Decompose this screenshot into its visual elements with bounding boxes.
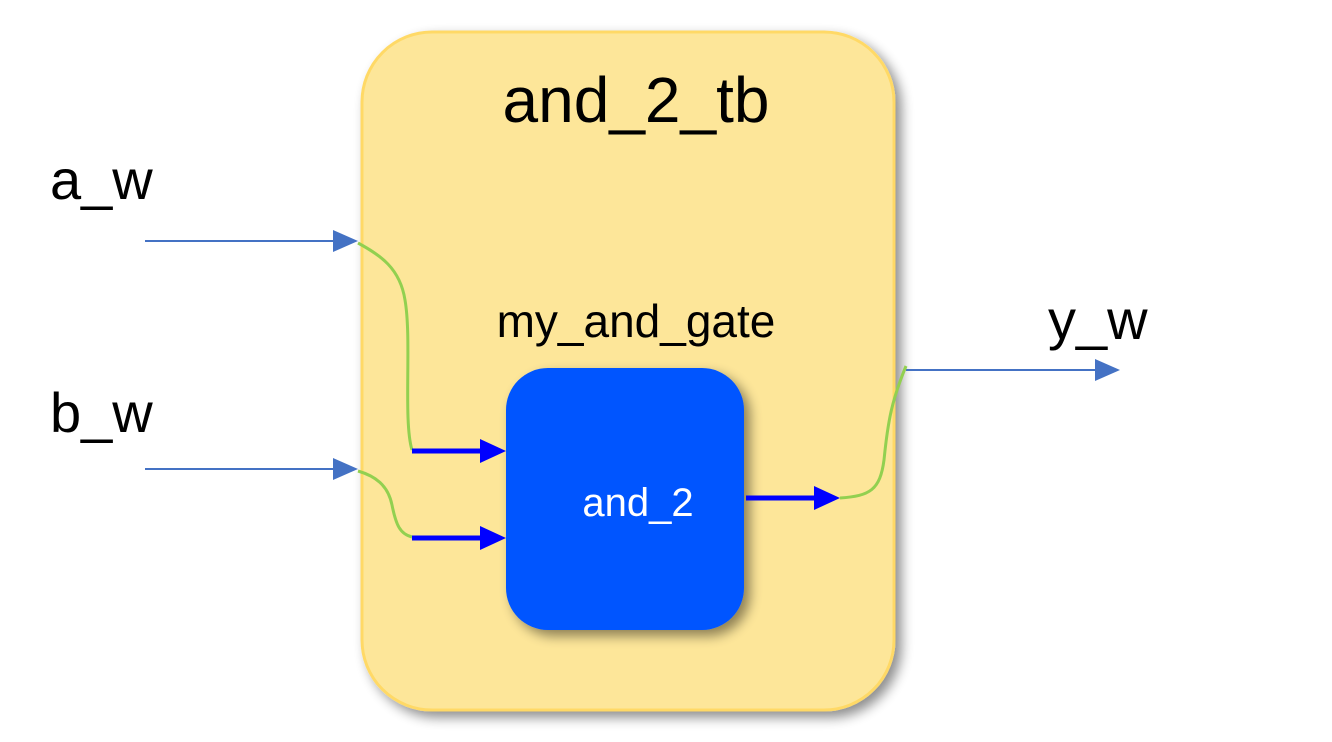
wire-y-internal: [839, 365, 908, 500]
and2-module-box: [506, 368, 744, 630]
testbench-title: and_2_tb: [503, 64, 770, 136]
signal-label-y: y_w: [1048, 288, 1148, 351]
signal-label-a: a_w: [50, 148, 153, 211]
wire-b-internal: [357, 469, 413, 539]
instance-name: my_and_gate: [497, 295, 776, 347]
wire-y-external: [906, 359, 1120, 381]
port-arrow-a: [412, 439, 506, 463]
port-arrow-b: [412, 526, 506, 550]
wire-a-external: [145, 230, 358, 252]
module-name: and_2: [582, 481, 693, 525]
signal-label-b: b_w: [50, 381, 153, 444]
wire-b-external: [145, 458, 358, 480]
wire-a-internal: [357, 241, 414, 451]
port-arrow-y: [746, 486, 840, 510]
